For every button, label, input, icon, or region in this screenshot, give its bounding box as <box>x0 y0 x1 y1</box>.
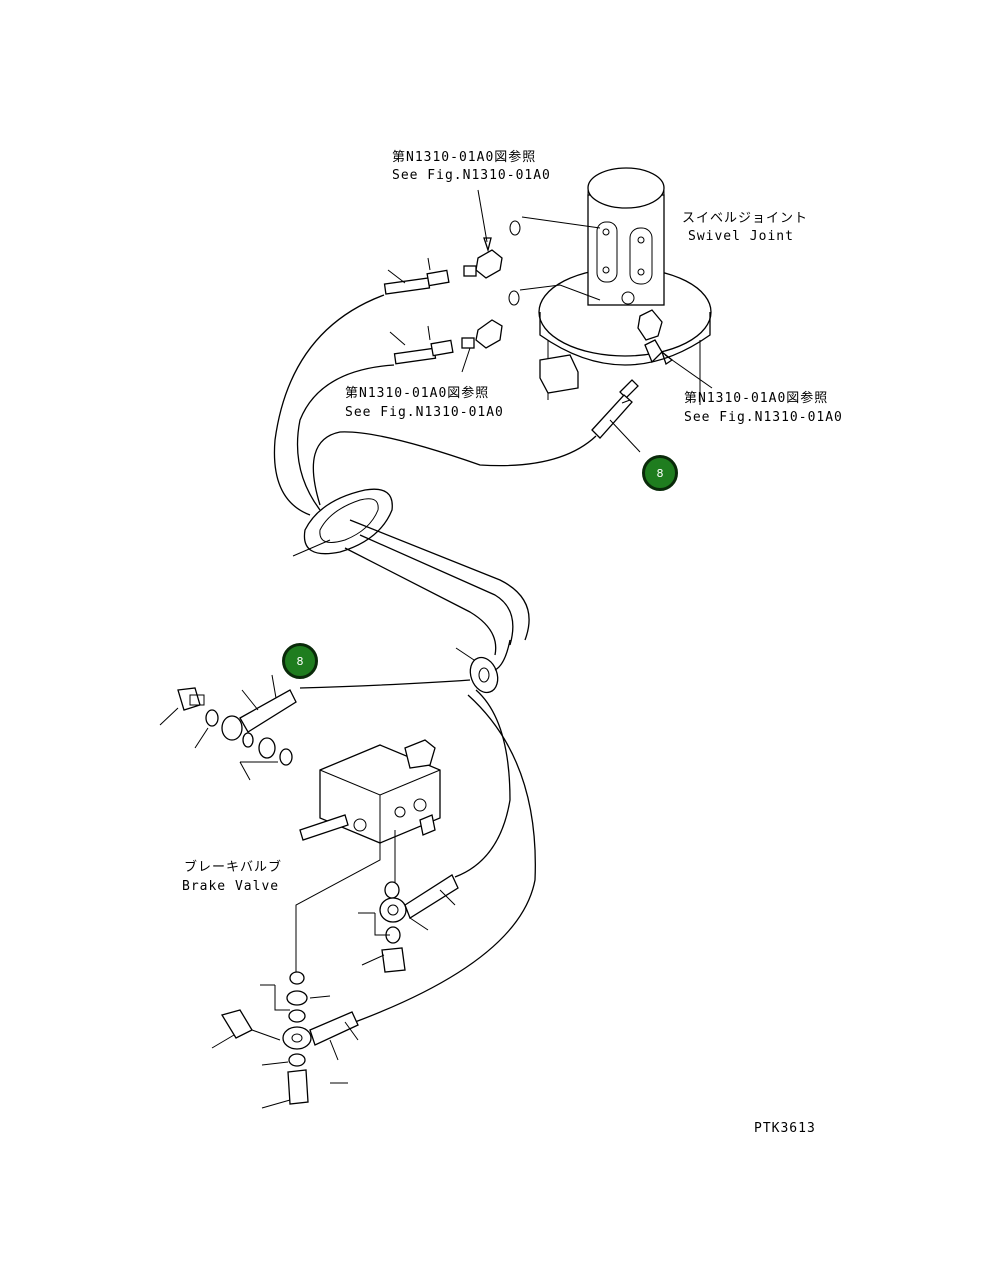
ref-top-en-label: See Fig.N1310-01A0 <box>392 168 551 183</box>
lower-right-fittings <box>358 874 459 973</box>
part-callout-hose-upper[interactable]: 8 <box>642 455 678 491</box>
ref-mid-en-label: See Fig.N1310-01A0 <box>345 405 504 420</box>
ref-right-en-label: See Fig.N1310-01A0 <box>684 410 843 425</box>
swivel-joint <box>538 167 712 405</box>
grommet-clamp <box>292 488 530 656</box>
lower-left-fittings <box>211 971 359 1109</box>
part-callout-hose-lower[interactable]: 8 <box>282 643 318 679</box>
swivel-jp-label: スイベルジョイント <box>682 211 809 226</box>
drawing-code: PTK3613 <box>754 1121 816 1136</box>
right-fittings <box>312 309 713 506</box>
valve-inlet-fittings <box>159 674 297 781</box>
ref-mid-jp-label: 第N1310-01A0図参照 <box>345 386 490 401</box>
swivel-en-label: Swivel Joint <box>688 229 794 244</box>
brake-valve-jp-label: ブレーキバルブ <box>184 860 283 875</box>
lower-grommet <box>299 639 536 1023</box>
upper-fittings <box>273 189 601 516</box>
ref-top-jp-label: 第N1310-01A0図参照 <box>392 150 537 165</box>
brake-valve-en-label: Brake Valve <box>182 879 280 894</box>
ref-right-jp-label: 第N1310-01A0図参照 <box>684 391 829 406</box>
brake-valve-body <box>295 739 441 975</box>
